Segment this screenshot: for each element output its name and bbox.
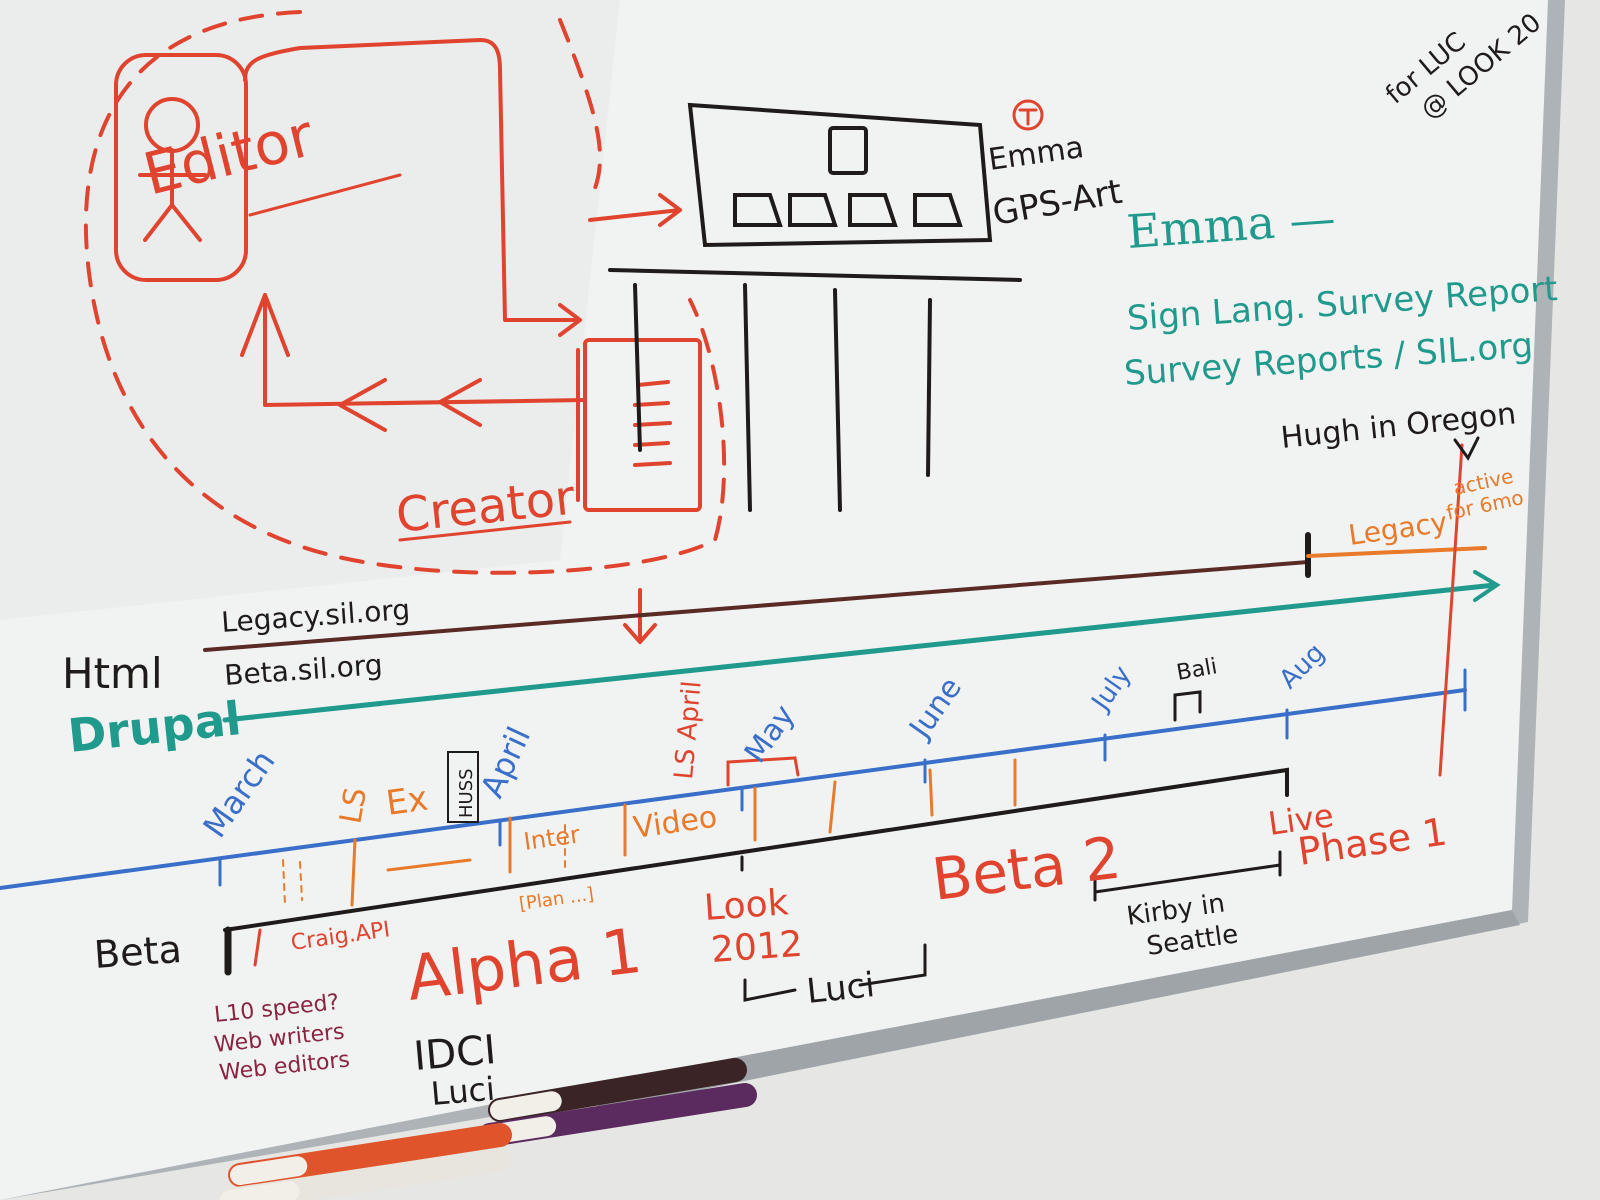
may-bracket bbox=[726, 756, 800, 787]
event-ex: Ex bbox=[384, 779, 431, 824]
live-label: Live bbox=[1266, 796, 1336, 843]
ex-dash bbox=[386, 858, 472, 872]
legacy-line bbox=[203, 560, 1310, 652]
luci-bracket bbox=[743, 943, 927, 1002]
site-top-block bbox=[828, 126, 868, 175]
oregon-line bbox=[1438, 443, 1464, 777]
note-idci-luci: Luci bbox=[429, 1070, 496, 1113]
left-arrow-heads bbox=[338, 378, 482, 432]
column-lines bbox=[633, 283, 932, 512]
huss-box bbox=[447, 751, 479, 823]
event-ticks bbox=[350, 758, 1017, 907]
event-huss: HUSS bbox=[456, 768, 477, 818]
emma-circle bbox=[1012, 99, 1044, 131]
look-label: Look bbox=[703, 882, 790, 929]
document-lines bbox=[633, 380, 672, 467]
beta-line bbox=[223, 767, 1289, 932]
site-block-2 bbox=[788, 193, 838, 227]
site-block-3 bbox=[848, 193, 898, 227]
editor-creator-diagram bbox=[83, 10, 727, 644]
site-rule bbox=[608, 268, 1022, 282]
event-ls: LS bbox=[333, 785, 374, 826]
glare bbox=[0, 0, 620, 620]
arrow-head bbox=[558, 303, 582, 337]
marker-black-label-band bbox=[490, 1091, 562, 1120]
beta-red-tick bbox=[253, 928, 262, 967]
marker-orange-label-band bbox=[230, 1156, 308, 1185]
dotted-ticks bbox=[282, 824, 566, 906]
editor-underline bbox=[248, 173, 402, 217]
marker-tray bbox=[590, 910, 1520, 1110]
emma-mark bbox=[1018, 108, 1038, 126]
editor-flow-path bbox=[243, 38, 577, 322]
drupal-arrow bbox=[1473, 570, 1501, 602]
site-block-1 bbox=[733, 193, 783, 227]
up-arrow-head bbox=[240, 293, 290, 357]
creator-underline bbox=[398, 520, 572, 542]
note-idci: IDCI bbox=[412, 1027, 498, 1080]
drupal-line bbox=[222, 582, 1498, 723]
look-year-label: 2012 bbox=[710, 924, 804, 971]
beta-track-label: Beta bbox=[93, 927, 183, 977]
creator-document bbox=[583, 338, 702, 512]
return-path bbox=[263, 293, 587, 407]
site-block-4 bbox=[913, 193, 963, 227]
month-line bbox=[0, 688, 1467, 890]
kirby-bracket bbox=[1093, 850, 1282, 902]
timeline-lines bbox=[0, 436, 1501, 1002]
editor-box bbox=[114, 53, 248, 282]
bali-bracket bbox=[1173, 690, 1202, 722]
dashed-loop bbox=[83, 10, 727, 575]
marker-white-label-band bbox=[220, 1181, 300, 1200]
site-box bbox=[687, 102, 993, 248]
html-label: Html bbox=[62, 649, 163, 698]
site-diagram bbox=[608, 99, 1044, 512]
to-site-arrow bbox=[588, 193, 682, 227]
oregon-check bbox=[1453, 436, 1480, 461]
person-body bbox=[138, 148, 207, 242]
markers-group bbox=[218, 1058, 757, 1200]
month-ticks bbox=[218, 708, 1289, 887]
luci-label: Luci bbox=[805, 965, 877, 1012]
